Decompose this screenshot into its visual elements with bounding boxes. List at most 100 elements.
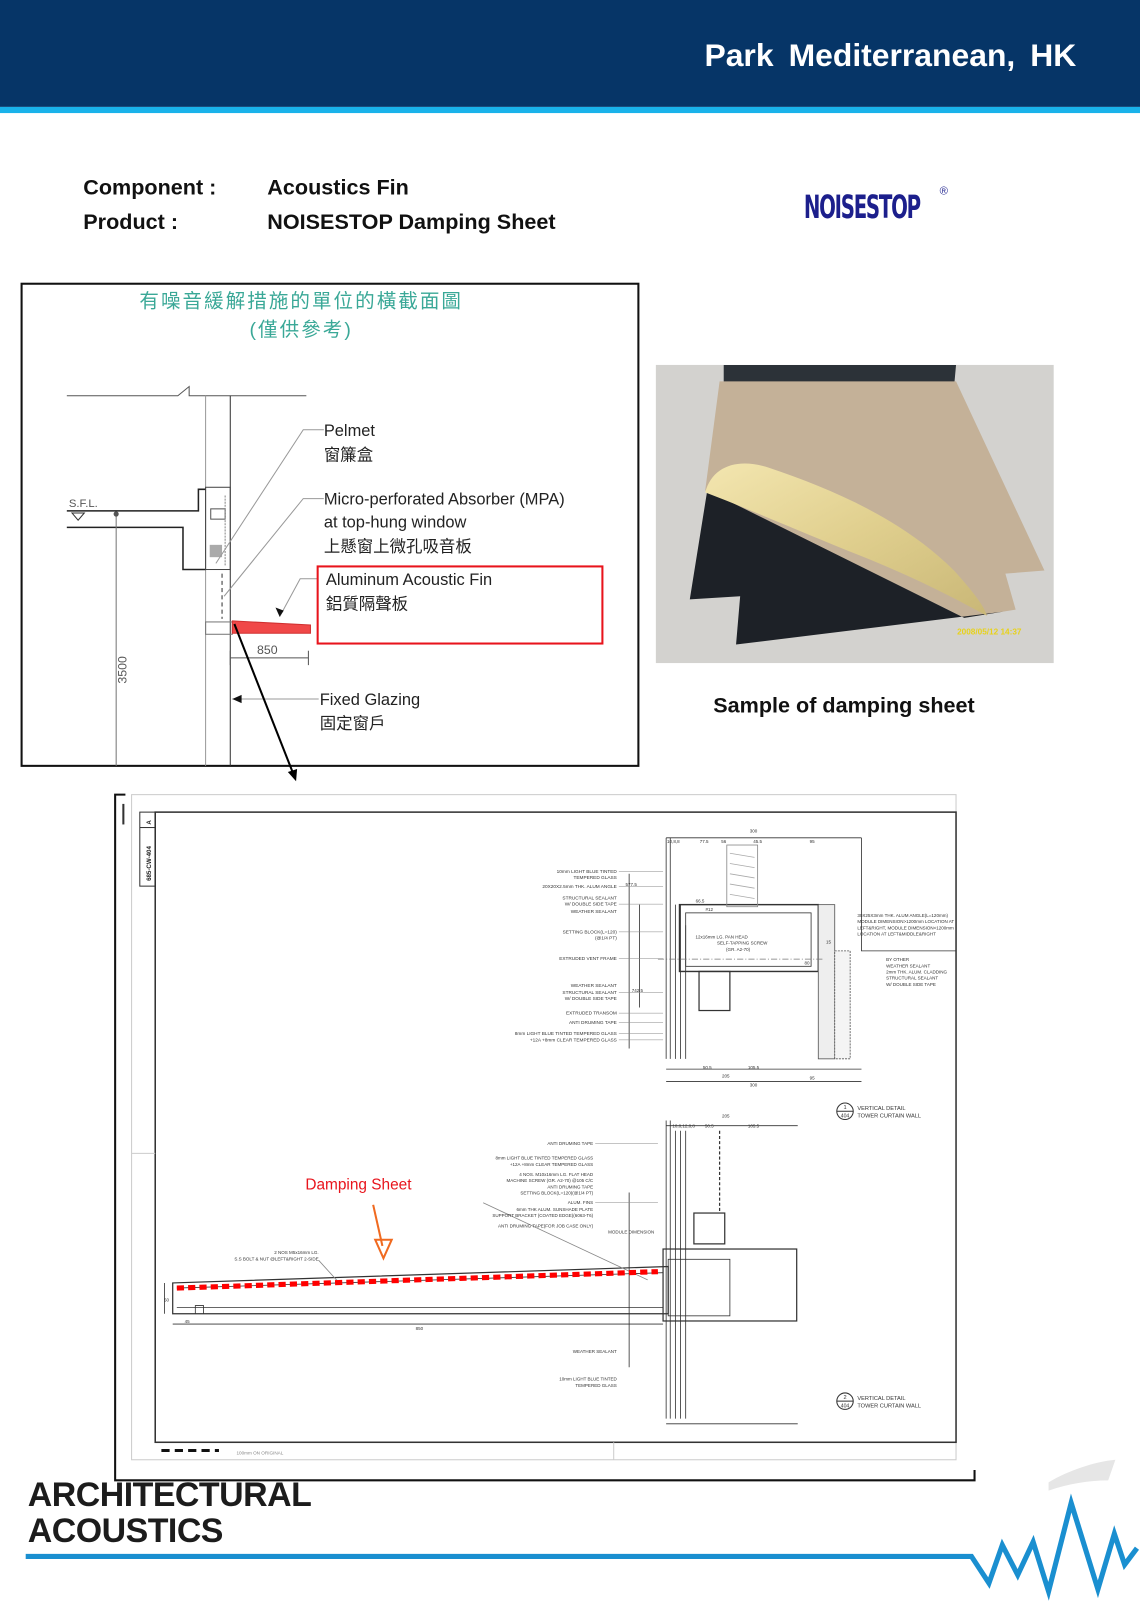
dimension-text: 95 [810,839,816,844]
lower-detail-label: ANTI DRUMING TAPE(FOR JOB CASE ONLY) [498,1223,594,1228]
damping-sheet-label: Damping Sheet [305,1176,412,1193]
dimension-text: 105.5 [748,1124,760,1129]
diagram-frame [20,282,640,767]
lower-detail-geometry [164,1120,798,1425]
glazing-label-zh: 固定窗戶 [320,715,386,733]
damping-sheet-photo: 2008/05/12 14:37 [655,364,1054,664]
acoustic-fin-profile [172,1265,669,1315]
dimension-text: 105.5 [748,1065,760,1070]
detail-2-subtitle: TOWER CURTAIN WALL [857,1403,921,1409]
sound-wave-line [25,1493,1140,1601]
dimension-text: 577.5 [626,882,638,887]
dimension-text: 80 [804,960,810,965]
upper-detail-geometry [628,837,957,1082]
photo-illustration: 2008/05/12 14:37 [689,364,1045,645]
fin-label: Aluminum Acoustic Fin [326,571,492,589]
photo-timestamp: 2008/05/12 14:37 [957,627,1022,636]
scale-bar: 100mm ON ORIGINAL [161,1448,284,1456]
product-value: NOISESTOP Damping Sheet [267,210,556,235]
dimension-text: 742.5 [632,988,644,993]
logo-wordmark: NOISESTOP [803,189,921,227]
detail-2-sheet: 404 [841,1403,850,1409]
detail-1-title: VERTICAL DETAIL [857,1106,905,1112]
dimension-text: 56 [721,839,727,844]
registered-mark: ® [939,185,948,198]
pelmet-label: Pelmet [324,422,376,440]
bolt-label: S.S BOLT & NUT @LEFT&RIGHT 2-SIDE [234,1256,318,1261]
dimension-text: 45.5 [753,839,762,844]
upper-detail-label: SETTING BLOCK(L=120) [563,929,618,935]
upper-detail-label: 8mm LIGHT BLUE TINTED TEMPERED GLASS [515,1031,617,1037]
upper-detail-label: WEATHER SEALANT [571,909,617,915]
dimension-text: MODULE DIMENSION [608,1230,654,1235]
detail-pointer-arrowhead [287,768,298,782]
lower-bottom-label: 10mm LIGHT BLUE TINTED [559,1377,617,1382]
building-section-lines [66,385,324,766]
detail-tag-2: 2 404 VERTICAL DETAIL TOWER CURTAIN WALL [836,1392,921,1410]
lower-detail-label: SUPPORT BRACKET (COATED EDGE)(6063-T6) [492,1213,593,1218]
cad-detail-drawing: A 685-CW-404 [114,793,976,1482]
upper-detail-label: ANTI DRUMING TAPE [569,1020,617,1026]
upper-detail-label: (@1/4 PT) [595,936,617,942]
lower-detail-label: +12A +8mm CLEAR TEMPERED GLASS [510,1162,593,1167]
lower-detail-label: MACHINE SCREW (GR. A2-70) @105 C/C [507,1178,594,1183]
company-name-line1: ARCHITECTURAL [27,1475,312,1514]
sfl-label: S.F.L. [69,498,98,510]
detail-1-number: 1 [843,1105,846,1111]
upper-detail-label: EXTRUDED VENT FRAME [559,956,617,962]
upper-detail-label: STRUCTURAL SEALANT [562,896,616,902]
detail-tag-1: 1 404 VERTICAL DETAIL TOWER CURTAIN WALL [836,1102,921,1121]
upper-detail-label: W/ DOUBLE SIDE TAPE [565,996,617,1002]
upper-detail-label: TEMPERED GLASS [574,875,617,881]
dimension-text: #12 [706,907,714,912]
upper-detail-right-label: 2mm THK. ALUM. CLADDING [886,970,947,975]
detail-1-sheet: 404 [841,1113,850,1119]
scale-note: 100mm ON ORIGINAL [236,1451,283,1456]
detail-pointer-arrow [233,623,294,774]
fin-label-zh: 鋁質隔聲板 [326,596,408,614]
dimension-text: 12x16mm LG. PAN HEAD [695,935,748,940]
diagram-title-line2: (僅供參考) [250,319,353,341]
upper-detail-label: +12A +8mm CLEAR TEMPERED GLASS [530,1037,617,1043]
upper-detail-label: EXTRUDED TRANSOM [566,1011,617,1017]
dimension-text: 50 [164,1297,170,1302]
header-bar: Park Mediterranean, HK [0,0,1140,107]
cad-outer-bracket [114,793,976,1482]
lower-detail-label: ANTI DRUMING TAPE [547,1141,593,1146]
company-name-line2: ACOUSTICS [27,1511,224,1550]
page-title: Park Mediterranean, HK [704,37,1077,73]
mpa-label-2: at top-hung window [324,513,467,531]
dimension-text: SELF-TAPPING SCREW [717,941,768,946]
noisestop-logo: NOISESTOP ® [804,185,958,236]
section-diagram: 有噪音緩解措施的單位的橫截面圖 (僅供參考) [20,282,640,782]
upper-detail-right-label: LOCATION AT LEFT&MIDDLE&RIGHT [857,931,936,936]
detail-2-number: 2 [843,1395,846,1401]
pelmet-label-zh: 窗簾盒 [324,446,373,465]
damping-sheet-highlight [176,1269,659,1291]
dimension-text: 10,8,12,8,8 [672,1124,695,1129]
upper-detail-label: 10mm LIGHT BLUE TINTED [557,869,618,875]
dimension-text: 66.5 [696,899,705,904]
dimension-text: 77.5 [700,839,709,844]
upper-detail-label: W/ DOUBLE SIDE TAPE [565,902,617,908]
bolt-label: 2 NOS M5x16mm LG. [274,1250,318,1255]
detail-1-subtitle: TOWER CURTAIN WALL [857,1113,921,1119]
dim-3500: 3500 [115,656,129,684]
dimension-text: 45 [185,1319,191,1324]
mpa-label-1: Micro-perforated Absorber (MPA) [324,491,565,509]
upper-detail-label: WEATHER SEALANT [571,983,617,989]
lower-detail-label: ANTI DRUMING TAPE [547,1184,593,1189]
upper-detail-label: STRUCTURAL SEALANT [562,990,616,996]
dimension-text: 205 [722,1113,730,1118]
upper-detail-label: 20X20X2.5mm THK. ALUM ANGLE [542,884,616,890]
upper-detail-right-label: BY OTHER [886,957,910,962]
dimension-text: 15 [826,940,832,945]
dimension-text: 10,8,8 [667,839,680,844]
lower-detail-label: ALUM. FINS [568,1200,593,1205]
component-label: Component : [83,175,217,200]
glazing-leader-arrowhead [232,694,242,704]
damping-sheet-arrowhead [373,1238,394,1261]
lower-detail-label: 6mm THK ALUM. SUNSHADE PLATE [517,1207,594,1212]
